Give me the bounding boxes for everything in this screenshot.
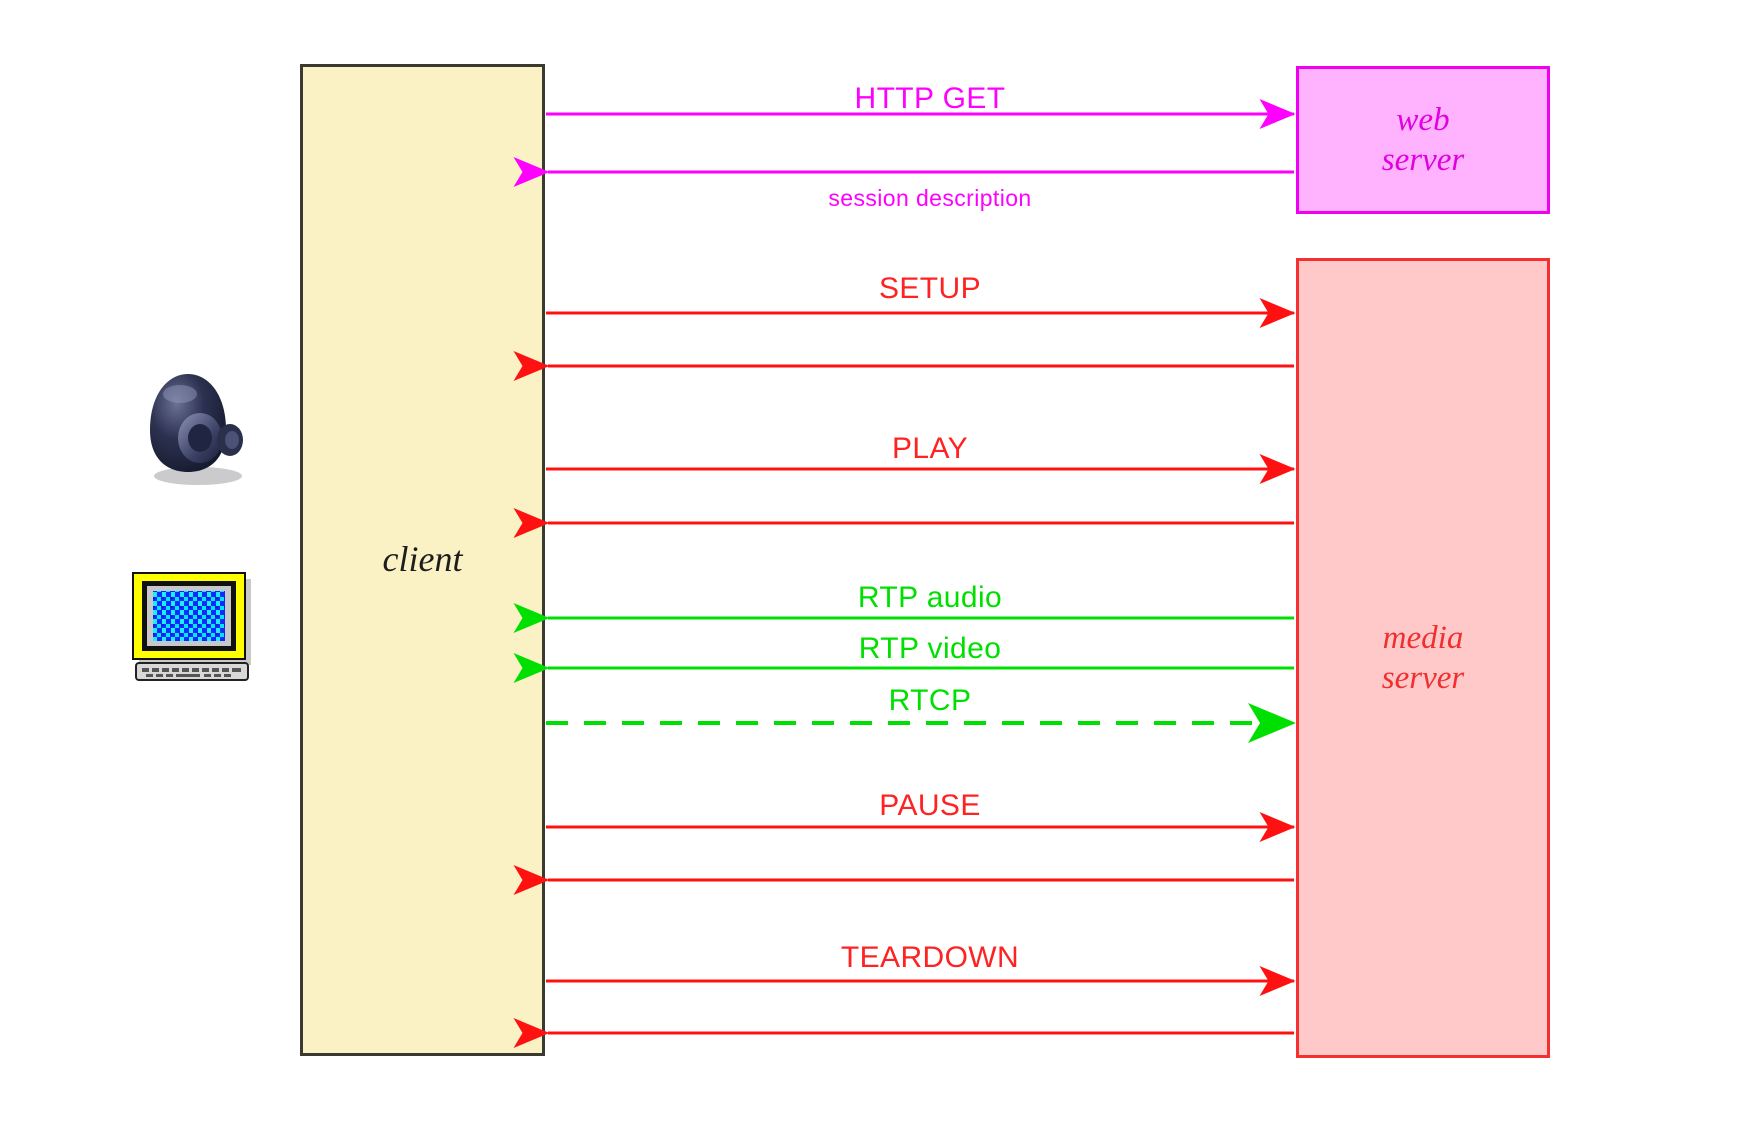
monitor-icon	[130, 570, 265, 690]
client-label: client	[382, 539, 463, 580]
media-server-box: media server	[1296, 258, 1550, 1058]
client-box: client	[300, 64, 545, 1056]
label-http-get: HTTP GET	[854, 82, 1006, 115]
web-server-box: web server	[1296, 66, 1550, 214]
label-setup: SETUP	[878, 272, 982, 305]
label-rtp-video: RTP video	[858, 632, 1002, 665]
label-pause: PAUSE	[879, 789, 981, 822]
label-rtp-audio: RTP audio	[857, 581, 1003, 614]
media-server-label-line2: server	[1381, 660, 1465, 696]
speaker-icon	[140, 368, 250, 488]
label-teardown: TEARDOWN	[840, 941, 1020, 974]
web-server-label-line1: web	[1396, 101, 1450, 138]
label-play: PLAY	[891, 432, 969, 465]
web-server-label-line2: server	[1381, 142, 1465, 178]
label-rtcp: RTCP	[888, 684, 972, 717]
media-server-label-line1: media	[1382, 619, 1464, 656]
label-session-description: session description	[828, 185, 1032, 211]
